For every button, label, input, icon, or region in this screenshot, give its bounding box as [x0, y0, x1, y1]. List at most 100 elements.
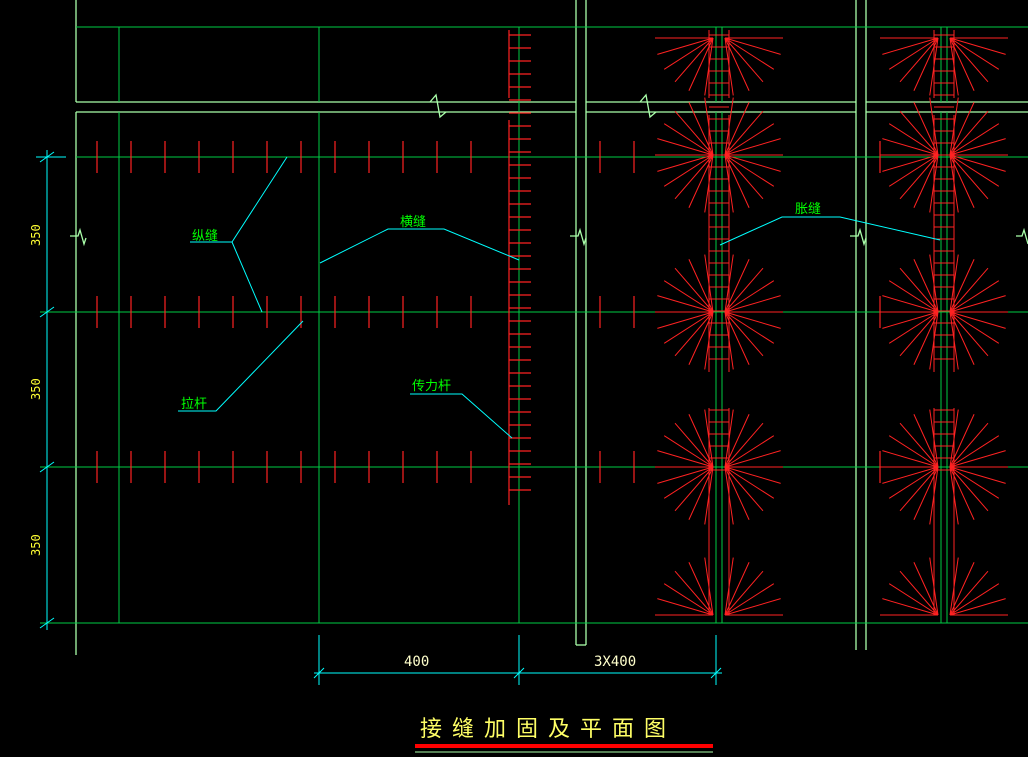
dowel-bar-label: 传力杆	[412, 379, 451, 394]
fan-bar	[929, 311, 939, 370]
expansion-joint-label: 胀缝	[795, 202, 821, 217]
fan-bar	[882, 466, 939, 484]
fan-bar	[724, 311, 764, 357]
fan-bar	[674, 267, 714, 313]
fan-bar	[949, 422, 989, 468]
fan-bar	[882, 598, 939, 616]
fan-bar	[949, 154, 959, 213]
fan-bar	[949, 435, 1000, 468]
fan-bar	[674, 570, 714, 616]
fan-bar	[949, 280, 1000, 313]
fan-bar	[949, 466, 989, 512]
fan-bar	[663, 123, 714, 156]
joint-grid-lines	[40, 26, 1028, 624]
fan-bar	[949, 557, 959, 616]
fan-bar	[674, 311, 714, 357]
fan-bar	[724, 583, 775, 616]
fan-bar	[657, 295, 714, 313]
fan-bar	[949, 154, 975, 208]
fan-bar	[688, 37, 714, 91]
fan-bar	[688, 154, 714, 208]
fan-bar	[724, 123, 775, 156]
fan-bar	[724, 562, 750, 616]
fan-bar	[704, 97, 714, 156]
fan-bar	[949, 37, 989, 83]
fan-bar	[949, 102, 975, 156]
fan-bar	[657, 466, 714, 484]
fan-bar	[663, 37, 714, 70]
fan-bar	[949, 154, 1006, 172]
leader-lines	[178, 156, 941, 439]
fan-bar	[724, 311, 734, 370]
fan-bar	[899, 570, 939, 616]
fan-bar	[704, 154, 714, 213]
vertical-dimension-1: 350	[29, 224, 43, 246]
fan-bar	[949, 466, 959, 525]
fan-bar	[674, 466, 714, 512]
fan-bar	[882, 450, 939, 468]
fan-bar	[724, 97, 734, 156]
fan-bar	[674, 154, 714, 200]
fan-bar	[913, 414, 939, 468]
fan-bar	[724, 110, 764, 156]
fan-bar	[724, 450, 781, 468]
fan-bar	[913, 154, 939, 208]
fan-bar	[913, 102, 939, 156]
fan-bar	[882, 37, 939, 55]
fan-bar	[724, 570, 764, 616]
fan-bar	[724, 466, 781, 484]
fan-bar	[888, 311, 939, 344]
tie-bars	[96, 141, 881, 483]
fan-bar	[949, 311, 975, 365]
fan-bar	[888, 466, 939, 499]
fan-bar	[663, 466, 714, 499]
fan-bar	[888, 583, 939, 616]
fan-bar	[949, 37, 1000, 70]
fan-bar	[688, 259, 714, 313]
fan-bar	[724, 466, 734, 525]
fan-bar	[724, 254, 734, 313]
fan-bar	[724, 37, 775, 70]
fan-bar	[929, 557, 939, 616]
longitudinal-joint-label: 纵缝	[192, 229, 218, 244]
tie-bar-label: 拉杆	[181, 397, 207, 412]
fan-bar	[929, 154, 939, 213]
fan-bar	[949, 311, 1000, 344]
fan-bar	[724, 414, 750, 468]
fan-bar	[663, 583, 714, 616]
fan-bar	[704, 557, 714, 616]
fan-bar	[724, 154, 775, 187]
fan-bar	[929, 97, 939, 156]
fan-bar	[913, 311, 939, 365]
fan-bar	[888, 154, 939, 187]
fan-bar	[888, 435, 939, 468]
fan-bar	[704, 311, 714, 370]
fan-bar	[724, 154, 764, 200]
fan-bar	[724, 435, 775, 468]
expansion-joint-reinforcement	[655, 30, 1008, 616]
fan-bar	[657, 311, 714, 329]
fan-bar	[949, 562, 975, 616]
transverse-joint-label: 横缝	[400, 215, 426, 230]
fan-bar	[724, 295, 781, 313]
slab-outlines	[70, 0, 1028, 655]
fan-bar	[949, 450, 1006, 468]
fan-bar	[949, 259, 975, 313]
fan-bar	[949, 110, 989, 156]
fan-bar	[949, 97, 959, 156]
vertical-dimension-3: 350	[29, 534, 43, 556]
fan-bar	[899, 267, 939, 313]
fan-bar	[949, 37, 959, 96]
fan-bar	[949, 154, 989, 200]
fan-bar	[688, 562, 714, 616]
fan-bar	[899, 154, 939, 200]
fan-bar	[724, 466, 750, 520]
vertical-dimension-2: 350	[29, 378, 43, 400]
fan-bar	[704, 254, 714, 313]
fan-bar	[929, 37, 939, 96]
fan-bar	[882, 138, 939, 156]
fan-bar	[688, 414, 714, 468]
fan-bar	[688, 466, 714, 520]
fan-bar	[724, 422, 764, 468]
fan-bar	[657, 450, 714, 468]
